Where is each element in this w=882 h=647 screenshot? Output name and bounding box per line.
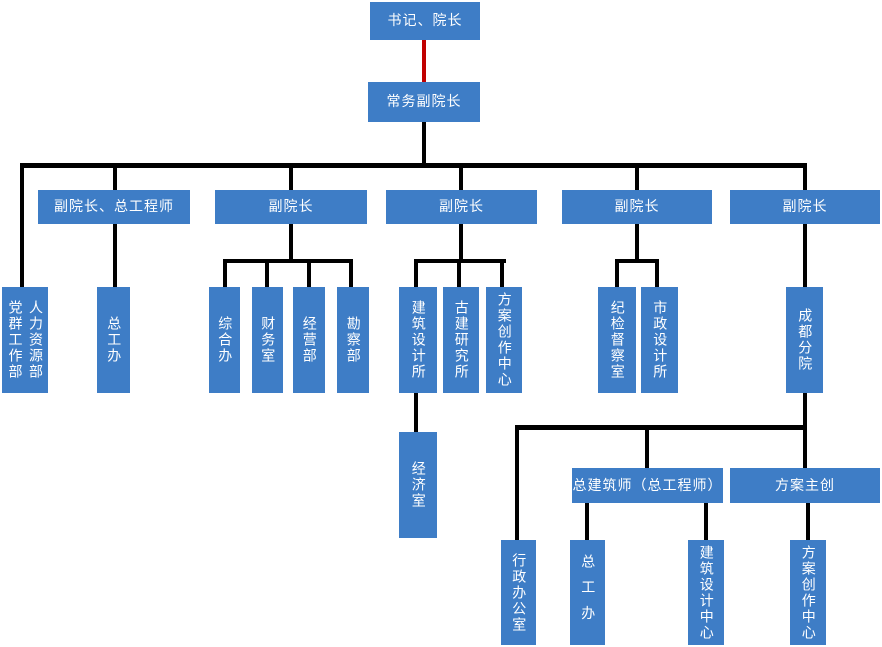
node-label: 副院长 <box>439 198 484 215</box>
node-label: 副院长 <box>614 198 660 215</box>
drop-finance <box>265 259 269 287</box>
node-label: 纪检督察室 <box>609 300 626 380</box>
drop-municipal <box>655 259 659 287</box>
node-label: 建筑设计中心 <box>698 544 715 641</box>
stem-vice-dean-1 <box>289 224 293 263</box>
stem-vice-dean-2 <box>459 224 463 263</box>
stem-chengdu-branch <box>803 393 807 430</box>
drop-ancient-arch <box>457 259 461 287</box>
node-label: 副院长 <box>268 198 314 215</box>
node-label: 方案创作中心 <box>496 292 513 388</box>
node-business-dept: 经营部 <box>293 287 325 393</box>
secretary-to-executive-red-link <box>422 40 426 82</box>
node-finance-office: 财务室 <box>252 287 283 393</box>
link-economics-office <box>414 393 418 432</box>
node-label: 勘察部 <box>345 316 362 364</box>
drop-vice-dean-chief-engineer <box>113 163 117 190</box>
node-label: 副院长 <box>782 198 828 215</box>
node-label: 总建筑师（总工程师） <box>572 476 723 493</box>
rail-chengdu-branch <box>515 425 807 430</box>
node-executive-vice-dean: 常务副院长 <box>368 82 480 122</box>
node-label: 总工办 <box>106 316 123 364</box>
drop-chief-architect <box>645 425 649 468</box>
rail-vice-dean-3 <box>615 259 659 263</box>
drop-vice-dean-2 <box>459 163 463 190</box>
drop-scheme-creation-branch <box>806 503 810 540</box>
node-label: 成都分院 <box>797 308 814 372</box>
executive-riser <box>422 122 426 164</box>
node-label: 常务副院长 <box>386 93 462 110</box>
node-chengdu-branch: 成都分院 <box>786 287 823 393</box>
node-party-mass-and-hr-dept: 党群工作部人力资源部 <box>2 287 48 393</box>
node-label: 副院长、总工程师 <box>54 198 174 215</box>
node-label: 书记、院长 <box>387 12 463 29</box>
stem-vice-dean-3 <box>635 224 639 263</box>
node-label: 古建研究所 <box>453 300 470 380</box>
node-vice-dean-3: 副院长 <box>562 190 712 224</box>
drop-discipline <box>615 259 619 287</box>
node-survey-dept: 勘察部 <box>337 287 369 393</box>
node-label: 方案主创 <box>775 476 835 493</box>
node-discipline-inspection-office: 纪检督察室 <box>598 287 636 393</box>
node-architectural-design-center: 建筑设计中心 <box>688 540 724 645</box>
drop-party-hr <box>20 163 24 287</box>
node-economics-office: 经济室 <box>399 432 437 538</box>
node-vice-dean-2: 副院长 <box>386 190 537 224</box>
drop-survey <box>349 259 353 287</box>
link-chief-engineer-office <box>113 224 117 287</box>
node-label: 行政办公室 <box>511 552 528 633</box>
node-ancient-architecture-research-institute: 古建研究所 <box>443 287 479 393</box>
node-admin-office: 行政办公室 <box>501 540 536 645</box>
drop-general-affairs <box>223 259 227 287</box>
drop-scheme-center <box>500 259 504 287</box>
node-label: 总工办 <box>580 553 597 632</box>
node-branch-chief-engineer-office: 总工办 <box>570 540 605 645</box>
node-secretary-dean: 书记、院长 <box>370 2 480 40</box>
node-scheme-lead: 方案主创 <box>730 468 880 503</box>
main-rail <box>20 163 807 168</box>
rail-vice-dean-1 <box>223 259 353 263</box>
node-label: 人力资源部 <box>28 300 44 380</box>
node-scheme-creation-center-branch: 方案创作中心 <box>790 540 826 645</box>
drop-vice-dean-1 <box>289 163 293 190</box>
drop-business <box>307 259 311 287</box>
drop-vice-dean-3 <box>635 163 639 190</box>
node-chief-engineer-office: 总工办 <box>97 287 130 393</box>
node-general-affairs-office: 综合办 <box>209 287 240 393</box>
drop-branch-chief-engineer <box>585 503 589 540</box>
drop-scheme-lead <box>803 425 807 468</box>
node-label: 财务室 <box>260 316 277 364</box>
drop-vice-dean-4 <box>803 163 807 190</box>
node-label: 方案创作中心 <box>800 544 817 641</box>
node-municipal-design-institute: 市政设计所 <box>641 287 678 393</box>
node-label: 经营部 <box>301 316 318 364</box>
node-vice-dean-1: 副院长 <box>215 190 367 224</box>
link-chengdu-branch <box>803 224 807 287</box>
node-chief-architect: 总建筑师（总工程师） <box>572 468 723 503</box>
node-label: 综合办 <box>217 316 234 364</box>
node-scheme-creation-center: 方案创作中心 <box>486 287 522 393</box>
drop-arch-design-center <box>704 503 708 540</box>
drop-arch-design <box>414 259 418 287</box>
node-label: 建筑设计所 <box>410 300 427 380</box>
node-label: 市政设计所 <box>652 300 669 380</box>
node-label: 党群工作部 <box>7 300 24 380</box>
drop-admin-office <box>515 425 519 540</box>
node-architectural-design-institute: 建筑设计所 <box>399 287 437 393</box>
node-label: 经济室 <box>410 461 427 509</box>
node-vice-dean-4: 副院长 <box>730 190 880 224</box>
node-vice-dean-chief-engineer: 副院长、总工程师 <box>38 190 190 224</box>
